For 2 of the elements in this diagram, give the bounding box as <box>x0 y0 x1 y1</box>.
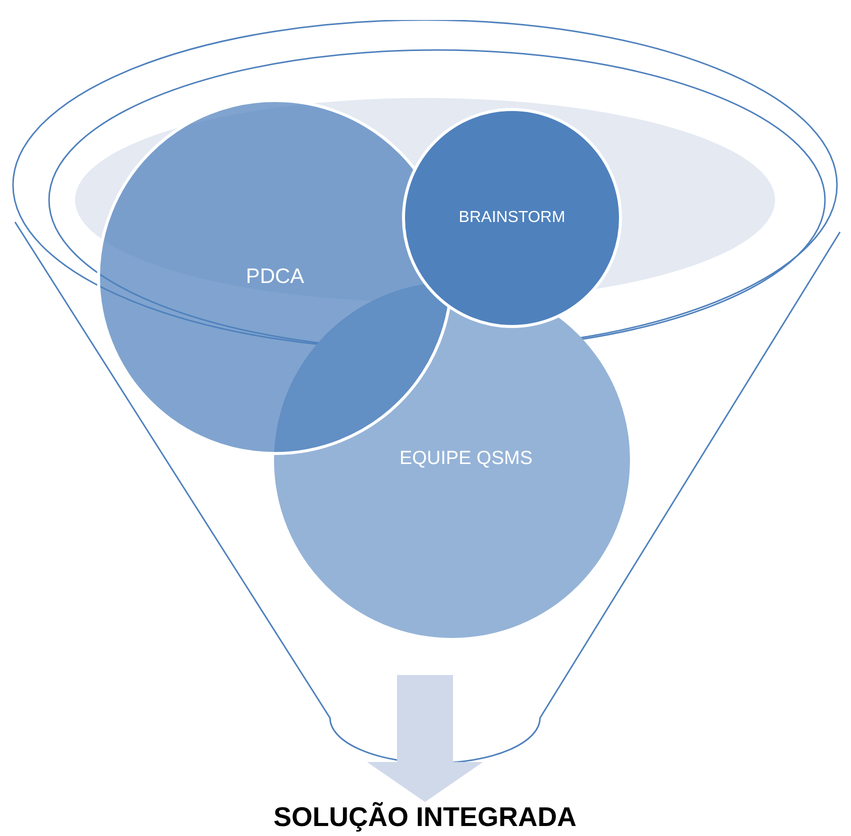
result-text: SOLUÇÃO INTEGRADA <box>125 802 725 833</box>
down-arrow <box>367 675 483 802</box>
